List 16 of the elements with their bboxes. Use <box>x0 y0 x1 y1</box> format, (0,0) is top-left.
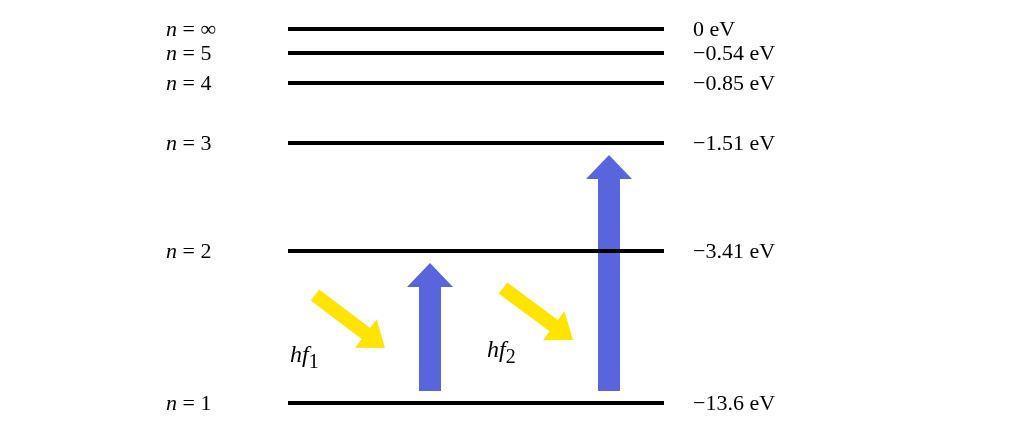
photon-label: hf$_{1}$ <box>290 340 319 374</box>
energy-value: −0.54 eV <box>693 41 776 65</box>
level-label: n = 4 <box>166 71 212 95</box>
energy-value: 0 eV <box>693 17 736 41</box>
energy-value: −0.85 eV <box>693 71 776 95</box>
level-label: n = 5 <box>166 41 212 65</box>
excitation-arrow <box>586 155 632 391</box>
energy-value: −3.41 eV <box>693 239 776 263</box>
level-label: n = ∞ <box>166 17 217 41</box>
photon-label: hf$_{2}$ <box>487 335 516 369</box>
level-label: n = 3 <box>166 131 212 155</box>
excitation-arrow <box>407 263 453 391</box>
level-label: n = 1 <box>166 391 212 415</box>
level-label: n = 2 <box>166 239 212 263</box>
energy-value: −13.6 eV <box>693 391 776 415</box>
energy-value: −1.51 eV <box>693 131 776 155</box>
